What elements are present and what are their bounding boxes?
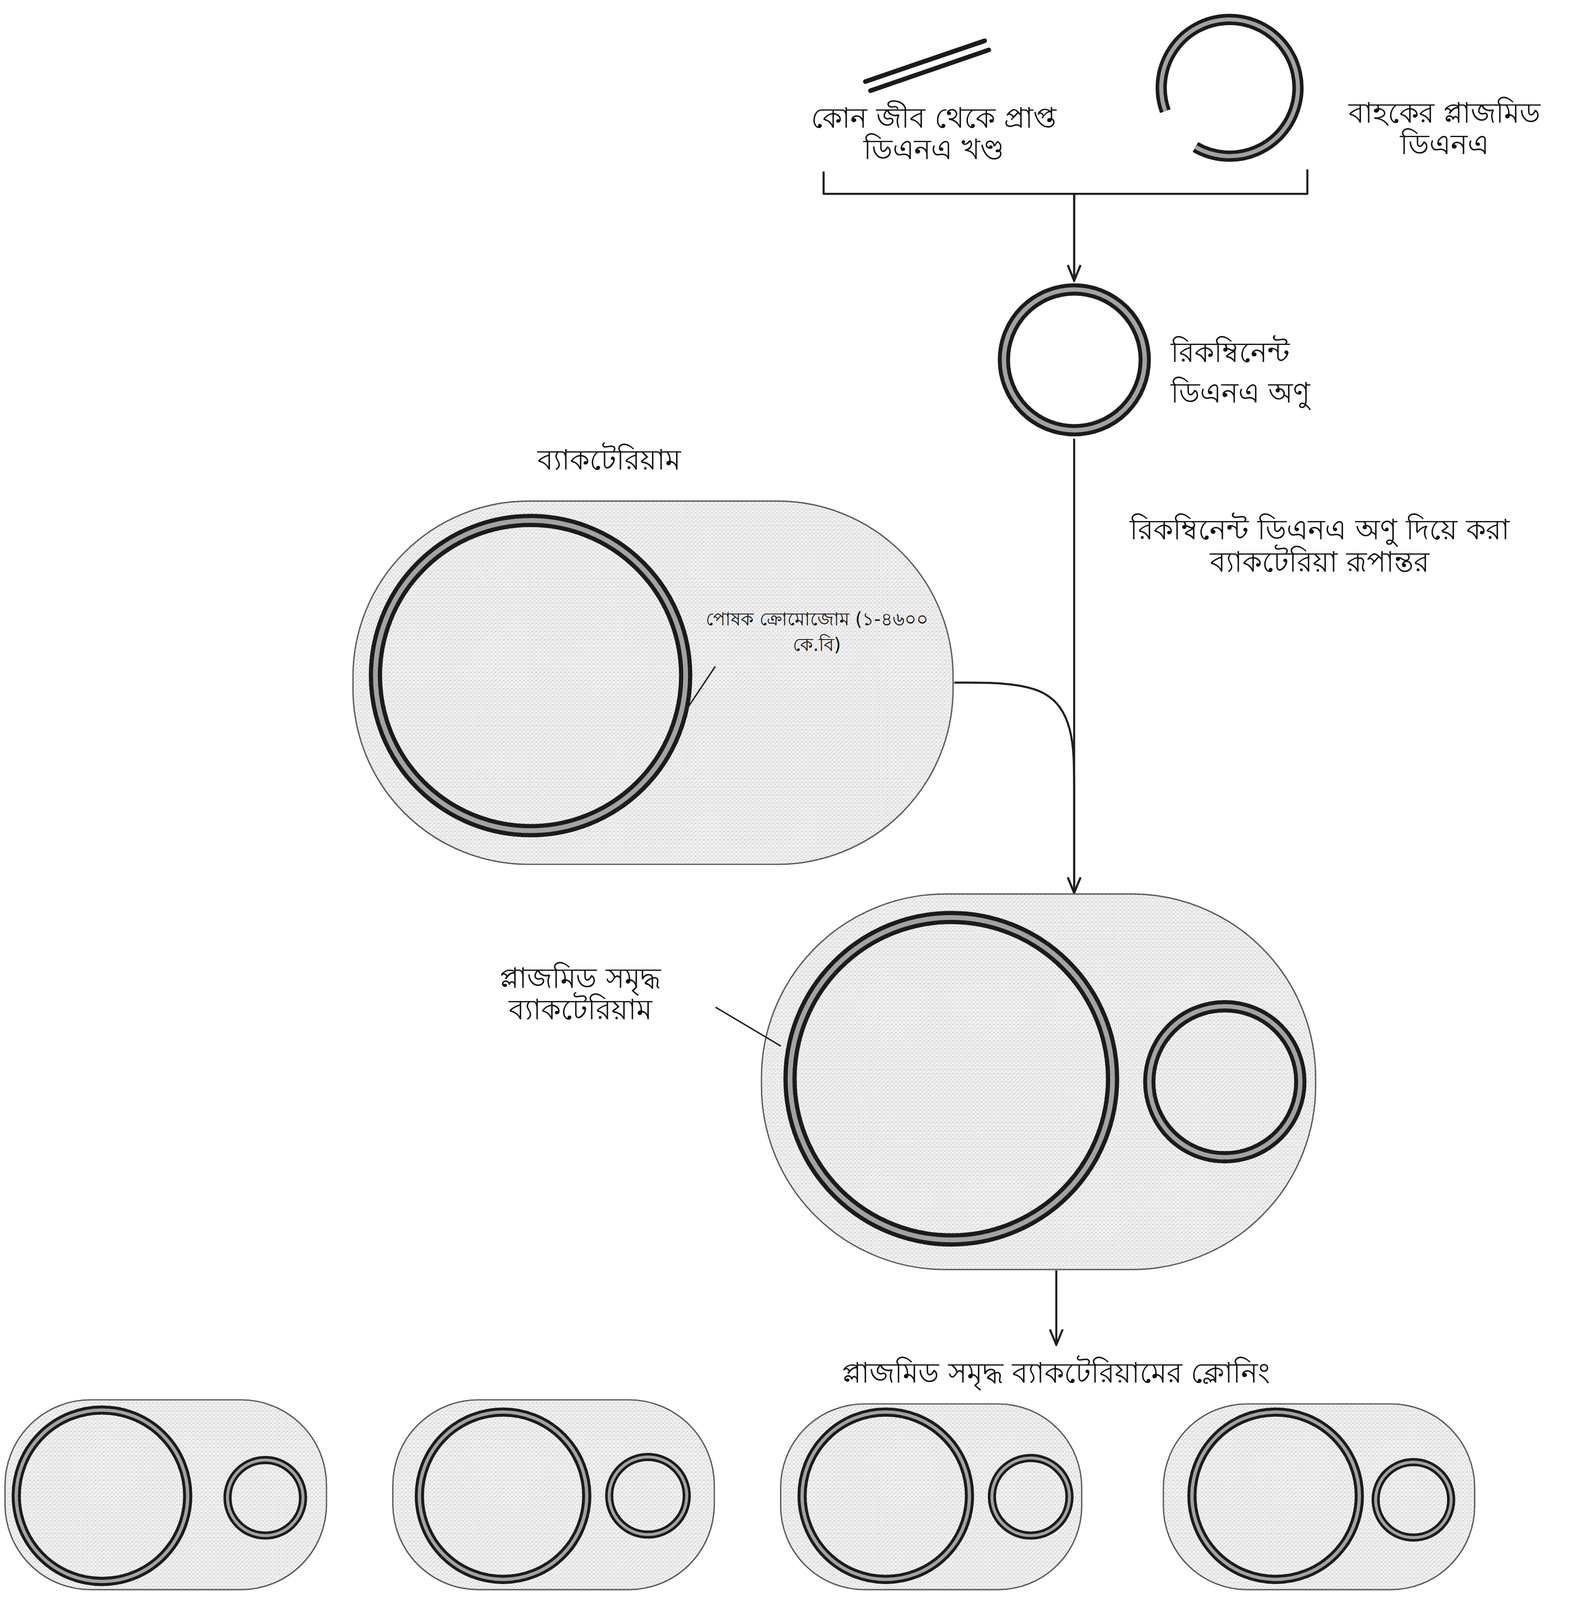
chromosome-label: পোষক ক্রোমোজোম (১-৪৬০০ কে.বি) (692, 606, 942, 658)
recombinant-ring (1003, 289, 1145, 431)
leader-line (715, 1007, 781, 1046)
flow-arrow (823, 171, 1075, 281)
transformed-label: প্লাজমিড সমৃদ্ধ ব্যাকটেরিয়াম (449, 962, 712, 1026)
clone-cell (780, 1404, 1082, 1590)
plasmid-label: বাহকের প্লাজমিড ডিএনএ (1314, 97, 1575, 161)
flow-arrow (954, 682, 1075, 894)
recombinant-dna: রিকম্বিনেন্ট ডিএনএ অণু (995, 280, 1154, 440)
clone-plasmid (227, 1460, 304, 1536)
transformed-bacterium: প্লাজমিড সমৃদ্ধ ব্যাকটেরিয়াম (760, 893, 1317, 1271)
fragment-label: কোন জীব থেকে প্রাপ্ত ডিএনএ খণ্ড (801, 102, 1067, 166)
recombinant-plasmid (1149, 1006, 1301, 1158)
host-bacterium: ব্যাকটেরিয়ামপোষক ক্রোমোজোম (১-৪৬০০ কে.ব… (351, 500, 955, 866)
vector-plasmid: বাহকের প্লাজমিড ডিএনএ (1147, 8, 1314, 170)
clone-chromosome (1192, 1412, 1360, 1580)
clone-chromosome (419, 1412, 587, 1580)
bacterium-outline (761, 894, 1316, 1270)
clone-plasmid-core (227, 1460, 304, 1536)
clone-outline (5, 1400, 327, 1590)
bacterium-heading: ব্যাকটেরিয়াম (456, 444, 763, 476)
host-bacterium-shape (351, 500, 955, 866)
host-chromosome (375, 520, 687, 832)
clone-plasmid-core (1375, 1462, 1452, 1539)
flow-arrow (1055, 1270, 1058, 1345)
recombinant-dna-shape (995, 280, 1154, 440)
clone-outline (1163, 1404, 1475, 1590)
clone-outline (392, 1400, 715, 1590)
clone-cell (392, 1400, 715, 1590)
clone-row: প্লাজমিড সমৃদ্ধ ব্যাকটেরিয়ামের ক্লোনিং (5, 1344, 1480, 1593)
plasmid-arc (1161, 19, 1299, 157)
clone-cell (5, 1400, 327, 1590)
dna-strand (865, 41, 985, 83)
clone-plasmid (1375, 1462, 1452, 1539)
leader-line (684, 666, 716, 713)
dna-strand (870, 50, 990, 92)
recombinant-label: রিকম্বিনেন্ট ডিএনএ অণু (1170, 331, 1365, 414)
plasmid-arc-core (1161, 19, 1299, 157)
clone-chromosome-core (802, 1412, 970, 1580)
clone-chromosome-core (419, 1412, 587, 1580)
vector-plasmid-shape (1147, 8, 1314, 170)
clone-plasmid-core (609, 1457, 687, 1536)
clone-chromosome-core (1192, 1412, 1360, 1580)
clone-plasmid-core (992, 1458, 1070, 1536)
transformed-bacterium-shape (760, 893, 1317, 1271)
flow-arrow (1074, 169, 1308, 281)
dna-fragment: কোন জীব থেকে প্রাপ্ত ডিএনএ খণ্ড (801, 30, 1067, 172)
clone-chromosome (16, 1410, 188, 1582)
bacterium-outline (353, 501, 954, 865)
recombinant-ring-core (1003, 289, 1145, 431)
cloning-caption: প্লাজমিড সমৃদ্ধ ব্যাকটেরিয়ামের ক্লোনিং (714, 1357, 1399, 1389)
edge-label: রিকম্বিনেন্ট ডিএনএ অণু দিয়ে করা ব্যাকটে… (1090, 513, 1550, 579)
host-chromosome-core (790, 917, 1113, 1240)
host-chromosome-core (375, 520, 687, 832)
recombinant-plasmid-core (1149, 1006, 1301, 1158)
clone-plasmid (609, 1457, 687, 1536)
clone-chromosome-core (16, 1410, 188, 1582)
clone-cell (1163, 1404, 1475, 1590)
clone-outline (780, 1404, 1082, 1590)
clone-chromosome (802, 1412, 970, 1580)
host-chromosome (790, 917, 1113, 1240)
clone-plasmid (992, 1458, 1070, 1536)
